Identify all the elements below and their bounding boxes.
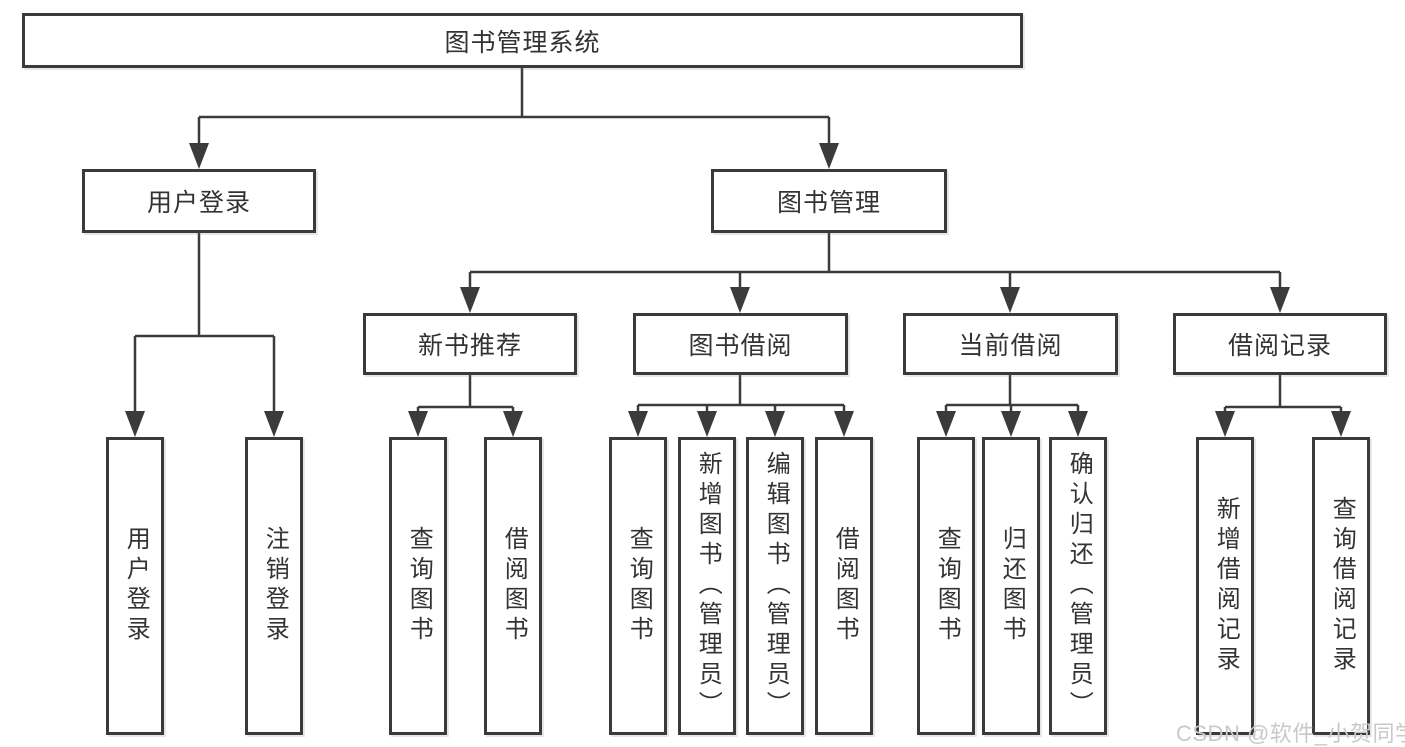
leaf-records-query-borrow-record: 查询借阅记录: [1312, 437, 1370, 735]
node-book-management: 图书管理: [711, 169, 947, 233]
leaf-logout: 注销登录: [245, 437, 303, 735]
leaf-user-login: 用户登录: [106, 437, 164, 735]
connector-path: [133, 68, 1343, 413]
node-book-borrow: 图书借阅: [633, 313, 848, 375]
node-user-login: 用户登录: [82, 169, 316, 233]
node-current-borrow: 当前借阅: [903, 313, 1118, 375]
leaf-borrow-edit-books-admin: 编辑图书（管理员）: [746, 437, 804, 735]
node-borrow-records: 借阅记录: [1173, 313, 1387, 375]
leaf-records-add-borrow-record: 新增借阅记录: [1196, 437, 1254, 735]
watermark: CSDN @软件_小贺同学: [1176, 721, 1405, 746]
leaf-recommend-query-books: 查询图书: [389, 437, 447, 735]
leaf-current-confirm-return-admin: 确认归还（管理员）: [1049, 437, 1107, 735]
node-library-management-system: 图书管理系统: [22, 13, 1023, 68]
leaf-recommend-borrow-books: 借阅图书: [484, 437, 542, 735]
leaf-current-query-books: 查询图书: [917, 437, 975, 735]
leaf-current-return-books: 归还图书: [982, 437, 1040, 735]
leaf-borrow-add-books-admin: 新增图书（管理员）: [678, 437, 736, 735]
leaf-borrow-query-books: 查询图书: [609, 437, 667, 735]
leaf-borrow-borrow-books: 借阅图书: [815, 437, 873, 735]
node-new-book-recommend: 新书推荐: [363, 313, 577, 375]
arrowhead-icons: [125, 143, 1351, 437]
